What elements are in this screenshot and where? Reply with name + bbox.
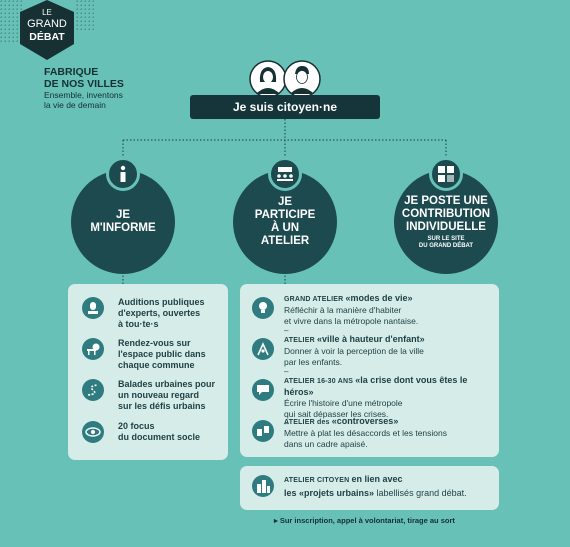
meeting-icon (268, 157, 302, 191)
inform-panel: Auditions publiques d'experts, ouvertes … (68, 284, 228, 460)
citizen-text1: en lien avec (351, 474, 403, 484)
logo-line1: LE (42, 8, 52, 17)
inform-item-text: Auditions publiques d'experts, ouvertes … (118, 297, 205, 329)
bench-icon (82, 338, 104, 360)
thumbs-icon (252, 420, 274, 442)
list-item: 20 focus du document socle (82, 421, 200, 443)
list-item: Rendez-vous sur l'espace public dans cha… (82, 338, 206, 371)
org-tagline-line1: Ensemble, inventons (44, 90, 123, 100)
workshop-prefix: GRAND ATELIER (284, 296, 346, 303)
list-item: Balades urbaines pour un nouveau regard … (82, 379, 215, 412)
logo-line3: DÉBAT (29, 31, 65, 43)
info-icon (106, 157, 140, 191)
list-item: Auditions publiques d'experts, ouvertes … (82, 297, 205, 330)
speech-bubble-icon (252, 379, 274, 401)
workshop-title: «la crise dont vous êtes le héros» (284, 375, 468, 397)
separator-dash: – (284, 326, 289, 335)
workshop-body: Réfléchir à la manière d'habiter et vivr… (284, 305, 419, 326)
org-title-line1: FABRIQUE (44, 66, 99, 78)
list-item: GRAND ATELIER «modes de vie» Réfléchir à … (252, 293, 418, 335)
buildings-icon (252, 475, 274, 497)
branch-contribution-label: JE POSTE UNE CONTRIBUTION INDIVIDUELLE (401, 194, 491, 233)
footnote: ▸ Sur inscription, appel à volontariat, … (274, 516, 455, 525)
workshop-body: Donner à voir la perception de la ville … (284, 346, 424, 367)
grand-debat-logo: LE GRAND DÉBAT (18, 0, 76, 62)
list-item: ATELIER CITOYEN en lien avec les «projet… (252, 473, 467, 499)
two-people-icon (249, 60, 321, 98)
workshop-prefix: ATELIER (284, 337, 317, 344)
logo-line2: GRAND (27, 18, 67, 30)
list-item: ATELIER des «controverses» Mettre à plat … (252, 416, 447, 450)
branch-inform-label: JE M'INFORME (90, 209, 156, 234)
inform-item-text: 20 focus du document socle (118, 421, 201, 442)
citizen-header: Je suis citoyen·ne (190, 95, 380, 119)
separator-dash: – (284, 419, 289, 428)
workshop-title: «controverses» (331, 416, 399, 426)
branch-workshop-label: JE PARTICIPE À UN ATELIER (254, 196, 316, 247)
inform-item-text: Balades urbaines pour un nouveau regard … (118, 379, 216, 411)
playground-icon (252, 338, 274, 360)
branch-contribution-sub: SUR LE SITE DU GRAND DÉBAT (418, 235, 474, 249)
lightbulb-icon (252, 297, 274, 319)
org-title-line2: DE NOS VILLES (44, 78, 124, 90)
workshop-prefix: ATELIER 16-30 ANS (284, 378, 356, 385)
microphone-icon (82, 297, 104, 319)
workshop-title: «modes de vie» (345, 293, 413, 303)
puzzle-icon (429, 157, 463, 191)
citizen-text2: labellisés grand débat. (374, 488, 467, 498)
workshop-panel: GRAND ATELIER «modes de vie» Réfléchir à … (240, 284, 499, 457)
workshop-prefix: ATELIER des (284, 419, 332, 426)
list-item: ATELIER 16-30 ANS «la crise dont vous êt… (252, 375, 499, 428)
citizen-title: les «projets urbains» (284, 488, 375, 498)
separator-dash: – (284, 367, 289, 376)
workshop-title: «ville à hauteur d'enfant» (316, 334, 425, 344)
list-item: ATELIER «ville à hauteur d'enfant» Donner… (252, 334, 425, 376)
workshop-body: Mettre à plat les désaccords et les tens… (284, 428, 447, 449)
citizen-workshop-panel: ATELIER CITOYEN en lien avec les «projet… (240, 466, 499, 510)
citizen-prefix: ATELIER CITOYEN (284, 477, 352, 484)
eye-icon (82, 421, 104, 443)
workshop-body: Écrire l'histoire d'une métropole qui sa… (284, 398, 403, 419)
org-tagline-line2: la vie de demain (44, 100, 106, 110)
path-icon (82, 379, 104, 401)
branch-contribution-circle: JE POSTE UNE CONTRIBUTION INDIVIDUELLE S… (394, 170, 498, 274)
inform-item-text: Rendez-vous sur l'espace public dans cha… (118, 338, 206, 370)
organisation-block: FABRIQUE DE NOS VILLES Ensemble, invento… (44, 66, 174, 110)
